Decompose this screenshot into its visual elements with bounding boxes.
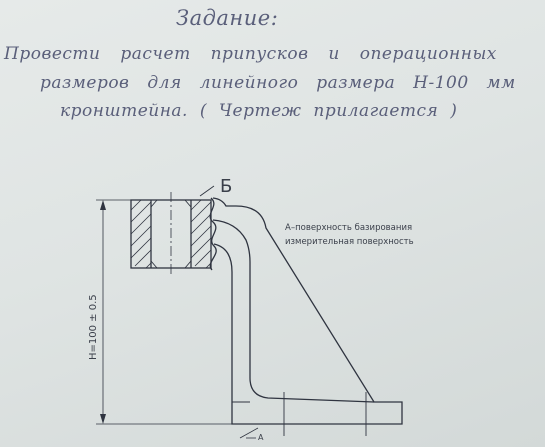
dimension-label: H=100 ± 0.5 bbox=[88, 294, 99, 360]
leader-b bbox=[199, 185, 215, 197]
section-hatch-left bbox=[130, 199, 152, 269]
dim-arrow-bottom bbox=[100, 414, 106, 424]
chamfer-bottom-left bbox=[150, 260, 158, 269]
dim-arrow-top bbox=[100, 200, 106, 210]
task-text-line-3: кронштейна. ( Чертеж прилагается ) bbox=[60, 101, 458, 121]
task-text-line-2: размеров для линейного размера Н-100 мм bbox=[40, 73, 516, 93]
label-a: А bbox=[258, 433, 264, 442]
section-hatch-right bbox=[190, 199, 212, 269]
task-title: Задание: bbox=[176, 6, 279, 30]
chamfer-top-left bbox=[150, 199, 158, 208]
chamfer-top-right bbox=[184, 199, 192, 208]
surface-note-line-1: А–поверхность базирования bbox=[285, 223, 412, 233]
task-text-line-1: Провести расчет припусков и операционных bbox=[4, 44, 497, 64]
bracket-inner-contour bbox=[212, 219, 375, 403]
surface-note-line-2: измерительная поверхность bbox=[285, 237, 414, 247]
chamfer-bottom-right bbox=[184, 260, 192, 269]
break-line bbox=[209, 197, 217, 271]
label-b: Б bbox=[220, 176, 232, 197]
bracket-outer-contour bbox=[212, 197, 403, 425]
leader-a bbox=[239, 427, 259, 439]
